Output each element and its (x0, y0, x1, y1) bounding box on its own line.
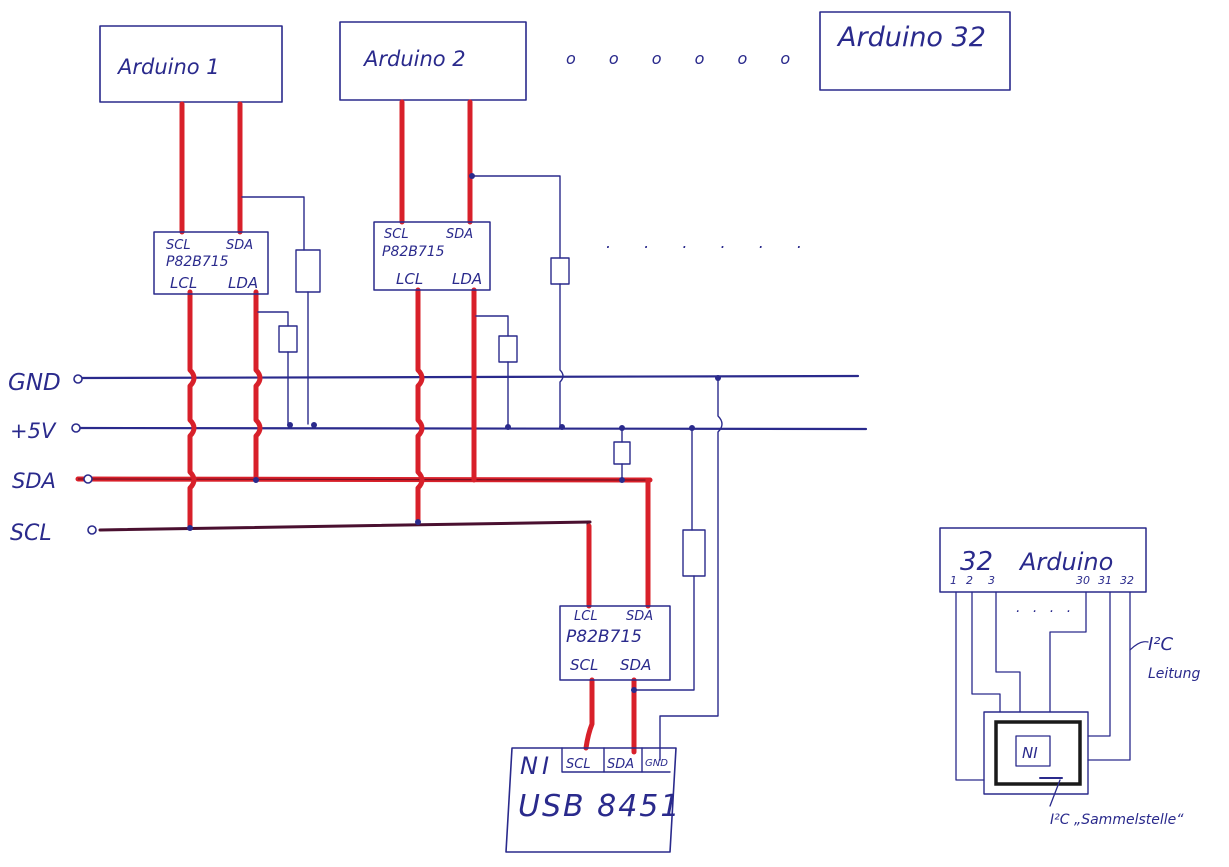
arduino-1-wires (179, 101, 321, 531)
rail-label-gnd: GND (8, 370, 61, 396)
chip-3-scl: SCL (570, 656, 598, 674)
chip-1-scl: SCL (166, 238, 191, 253)
chip-3-name: P82B715 (566, 627, 642, 647)
ni-usb-box: NI SCL SDA GND USB 8451 (505, 747, 681, 853)
arduino-2-wires (399, 99, 570, 525)
rail-label-vcc: +5V (10, 419, 57, 443)
side-pin-32: 32 (1120, 574, 1134, 587)
rail-label-sda: SDA (12, 469, 56, 493)
chip-3-sda-top: SDA (626, 609, 653, 624)
chip-3-lcl: LCL (574, 609, 598, 624)
side-sketch: 32 Arduino 1 2 3 30 31 32 . . . . I²C Le… (939, 527, 1201, 828)
rail-label-scl: SCL (10, 521, 52, 546)
chip-2: SCL SDA P82B715 LCL LDA (373, 221, 491, 291)
arduino-32-box: Arduino 32 (819, 11, 1011, 91)
side-pin-2: 2 (966, 574, 973, 587)
side-i2c-label: I²C (1148, 634, 1174, 655)
chip-3-sda-bottom: SDA (620, 656, 651, 674)
chip-ellipsis: . . . . . . (606, 233, 816, 252)
arduino-1-box: Arduino 1 (99, 25, 283, 103)
ni-usb-pin-scl: SCL (566, 757, 591, 772)
side-pin-31: 31 (1098, 574, 1112, 587)
side-title-num: 32 (960, 547, 993, 577)
chip-2-name: P82B715 (382, 244, 445, 260)
side-pin-3: 3 (988, 574, 995, 587)
ni-usb-model: USB 8451 (518, 789, 681, 824)
chip-2-scl: SCL (384, 227, 409, 242)
ni-usb-name: NI (520, 752, 553, 780)
chip-1-name: P82B715 (166, 254, 229, 270)
chip-3: LCL SDA P82B715 SCL SDA (559, 605, 671, 681)
arduino-1-label: Arduino 1 (116, 55, 220, 79)
side-pin-1: 1 (950, 574, 957, 587)
side-dots: . . . . (1016, 600, 1075, 616)
arduino-32-label: Arduino 32 (836, 22, 986, 53)
chip-2-lda: LDA (452, 270, 482, 288)
bus-pullups (613, 375, 723, 761)
side-title-word: Arduino (1018, 548, 1113, 576)
arduino-ellipsis: o o o o o o (566, 49, 804, 68)
chip-1-lcl: LCL (170, 274, 197, 292)
chip-2-lcl: LCL (396, 270, 423, 288)
chip-1-sda: SDA (226, 238, 253, 253)
side-sammelstelle: I²C „Sammelstelle“ (1050, 812, 1184, 828)
chip-1: SCL SDA P82B715 LCL LDA (153, 231, 269, 295)
side-pin-30: 30 (1076, 574, 1090, 587)
bus-to-adapter (583, 477, 651, 755)
chip-1-lda: LDA (228, 274, 258, 292)
side-ni: NI (1022, 744, 1038, 762)
ni-usb-pin-gnd: GND (645, 758, 668, 769)
side-leitung: Leitung (1148, 666, 1201, 682)
arduino-2-box: Arduino 2 (339, 21, 527, 101)
chip-2-sda: SDA (446, 227, 473, 242)
arduino-2-label: Arduino 2 (362, 47, 466, 71)
ni-usb-pin-sda: SDA (607, 757, 634, 772)
